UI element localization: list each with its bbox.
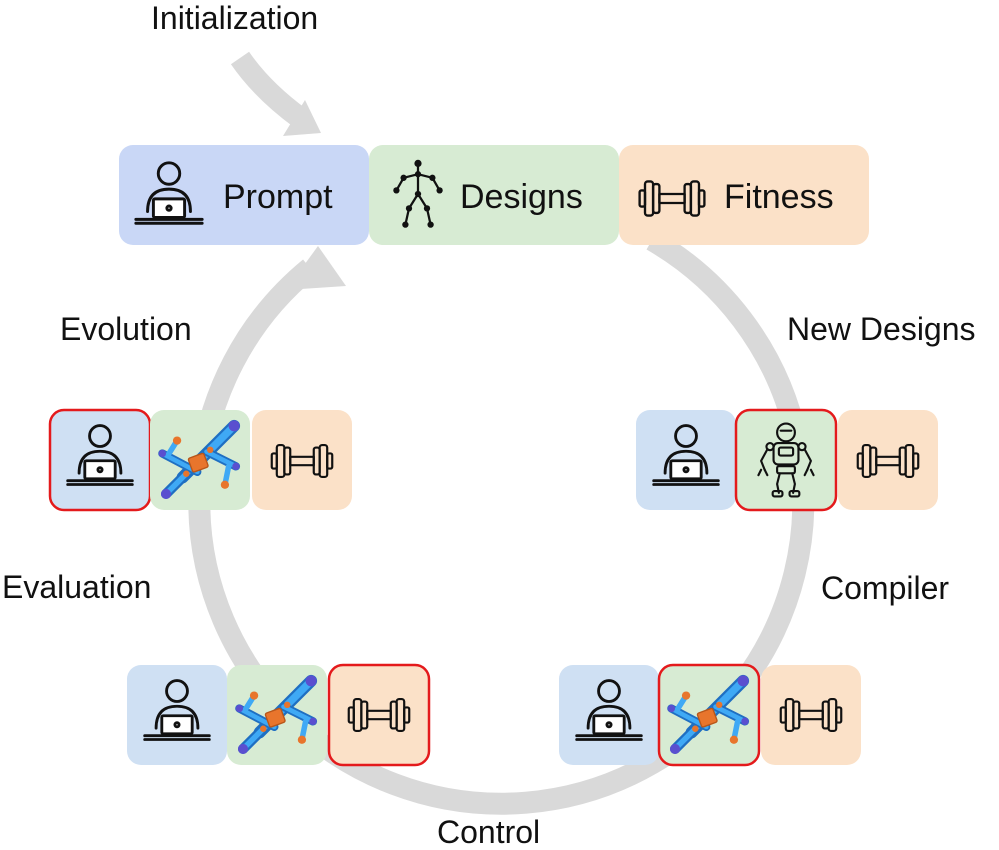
fitness-label: Fitness xyxy=(724,178,834,216)
group-compiler xyxy=(559,663,861,767)
fitness-box xyxy=(761,665,861,765)
stage-initialization: Initialization xyxy=(151,0,319,36)
designs-box xyxy=(369,145,619,245)
fitness-box xyxy=(838,410,938,510)
stage-new-designs: New Designs xyxy=(787,311,976,347)
fitness-box xyxy=(252,410,352,510)
group-evolution xyxy=(48,408,352,512)
prompt-label: Prompt xyxy=(223,178,333,216)
stage-control: Control xyxy=(437,814,541,850)
group-evaluation xyxy=(127,663,431,767)
group-new-designs xyxy=(636,408,938,512)
designs-label: Designs xyxy=(460,178,583,216)
stage-evolution: Evolution xyxy=(60,311,192,347)
designs-box xyxy=(734,408,838,512)
fitness-box xyxy=(327,663,431,767)
stage-evaluation: Evaluation xyxy=(2,569,152,605)
fitness-box xyxy=(619,145,869,245)
initialization-arrow xyxy=(230,51,321,136)
stage-compiler: Compiler xyxy=(821,570,950,606)
